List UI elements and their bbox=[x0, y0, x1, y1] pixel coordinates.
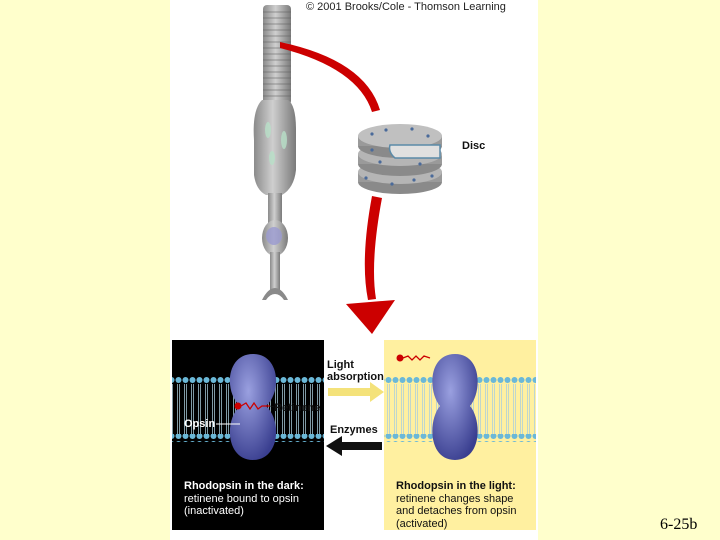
enzymes-arrow-icon bbox=[326, 436, 342, 456]
rhodopsin-dark bbox=[229, 354, 277, 460]
light-caption-line2: and detaches from opsin bbox=[396, 505, 517, 517]
rod-cell bbox=[253, 5, 296, 300]
reaction-arrows bbox=[326, 382, 384, 456]
disc-stack bbox=[358, 124, 442, 194]
slide-number: 6-25b bbox=[660, 516, 698, 533]
light-caption: Rhodopsin in the light: retinene changes… bbox=[396, 480, 546, 530]
rhodopsin-light bbox=[432, 354, 478, 460]
arrow-head-icon bbox=[346, 300, 395, 334]
dark-caption: Rhodopsin in the dark: retinene bound to… bbox=[184, 480, 334, 518]
magnify-arrow bbox=[280, 42, 395, 334]
dark-caption-title: Rhodopsin in the dark: bbox=[184, 480, 304, 492]
light-caption-title: Rhodopsin in the light: bbox=[396, 480, 516, 492]
disc-label: Disc bbox=[462, 140, 486, 152]
light-arrow-icon bbox=[370, 382, 384, 402]
enzymes-label: Enzymes bbox=[330, 424, 378, 436]
retinene-label: Retinene bbox=[274, 402, 321, 414]
dark-caption-line2: (inactivated) bbox=[184, 505, 244, 517]
dark-caption-line1: retinene bound to opsin bbox=[184, 492, 299, 505]
light-caption-line3: (activated) bbox=[396, 517, 448, 530]
light-absorption-label: Light absorption bbox=[327, 359, 384, 383]
copyright: © 2001 Brooks/Cole - Thomson Learning bbox=[306, 1, 506, 13]
light-caption-line1: retinene changes shape bbox=[396, 492, 514, 505]
dark-panel bbox=[172, 340, 324, 530]
opsin-label: Opsin bbox=[184, 418, 216, 430]
light-panel bbox=[384, 340, 536, 530]
